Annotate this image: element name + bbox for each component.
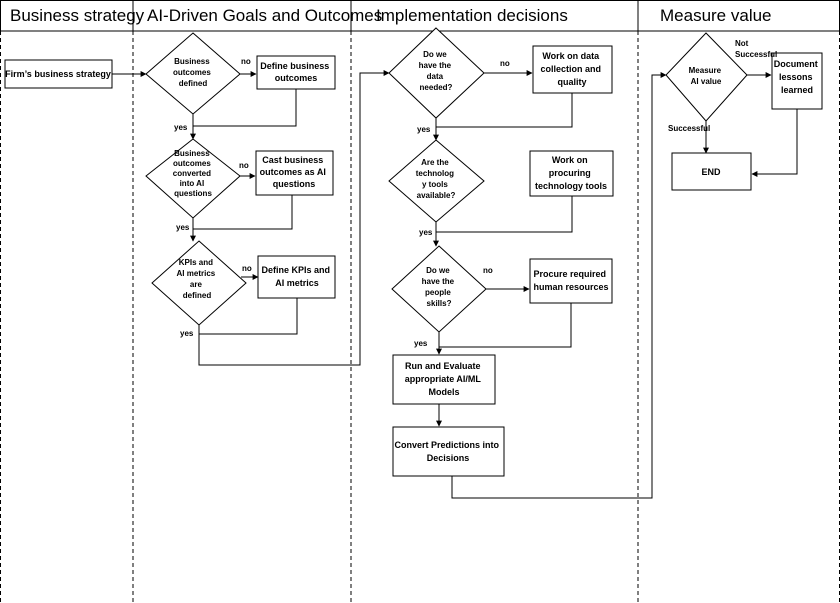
edge-convert-to-measure [451, 72, 667, 499]
edge-define-kpis-return [199, 298, 298, 335]
cast-outcomes-box [255, 150, 334, 196]
lane-title-ai-goals: AI-Driven Goals and Outcomes [147, 6, 382, 25]
edge-document-to-end [751, 109, 798, 177]
edge-label-no-kpis: no [242, 264, 252, 273]
convert-predictions-box [392, 426, 505, 477]
end-label: END [701, 167, 721, 177]
decision-measure-label: Measure AI value [689, 66, 724, 86]
edge-label-yes-kpis: yes [180, 329, 194, 338]
edge-work-tools-return [436, 196, 573, 233]
define-outcomes-box [256, 55, 336, 90]
decision-tools-label: Are the technolog y tools available? [416, 158, 456, 200]
decision-people-label: Do we have the people skills? [422, 266, 457, 308]
work-data-box [532, 45, 613, 94]
lane-title-measure-value: Measure value [660, 6, 772, 25]
edge-label-yes-converted: yes [176, 223, 190, 232]
edge-label-no-outcomes: no [241, 57, 251, 66]
define-kpis-box [257, 255, 336, 299]
procure-hr-box [529, 258, 613, 304]
firm-strategy-box [4, 59, 113, 89]
decision-people-skills [391, 245, 487, 333]
lane-title-implementation: Implementation decisions [376, 6, 568, 25]
decision-measure-ai-value [665, 32, 748, 122]
edge-cast-return [193, 195, 293, 230]
edge-label-yes-outcomes: yes [174, 123, 188, 132]
edge-procure-return [439, 303, 572, 348]
edge-label-no-people: no [483, 266, 493, 275]
edge-label-yes-data: yes [417, 125, 431, 134]
document-lessons-label: Document lessons learned [774, 59, 821, 95]
decision-outcomes-defined-label: Business outcomes defined [173, 57, 213, 88]
decision-data-label: Do we have the data needed? [419, 50, 454, 92]
work-tools-box [529, 150, 614, 197]
edge-kpis-yes [198, 70, 390, 366]
edge-define-outcomes-return [193, 89, 297, 127]
decision-data-needed [388, 27, 485, 119]
define-kpis-label: Define KPIs and AI metrics [261, 265, 332, 288]
decision-tools-available [388, 139, 485, 223]
edge-label-no-data: no [500, 59, 510, 68]
cast-outcomes-label: Cast business outcomes as AI questions [260, 155, 329, 189]
decision-kpis-defined [151, 240, 247, 326]
work-tools-label: Work on procuring technology tools [535, 155, 607, 191]
define-outcomes-label: Define business outcomes [260, 61, 332, 83]
decision-outcomes-defined [145, 32, 241, 115]
edge-work-data-return [436, 93, 573, 128]
run-models-box [392, 354, 496, 405]
decision-converted-label: Business outcomes converted into AI ques… [173, 149, 213, 198]
end-box [671, 152, 752, 191]
procure-hr-label: Procure required human resources [533, 269, 608, 292]
document-lessons-box [771, 52, 823, 110]
decision-kpis-label: KPIs and AI metrics are defined [177, 258, 218, 300]
work-data-label: Work on data collection and quality [540, 51, 603, 87]
firm-strategy-label: Firm’s business strategy [5, 69, 111, 79]
edge-label-yes-people: yes [414, 339, 428, 348]
edge-label-no-converted: no [239, 161, 249, 170]
decision-converted-ai-questions [145, 138, 241, 219]
convert-predictions-label: Convert Predictions into Decisions [394, 440, 501, 463]
lane-title-business-strategy: Business strategy [10, 6, 145, 25]
edge-label-yes-tools: yes [419, 228, 433, 237]
edges [112, 70, 798, 499]
edge-label-successful: Successful [668, 124, 710, 133]
edge-label-not-successful: Not Successful [735, 39, 777, 59]
run-models-label: Run and Evaluate appropriate AI/ML Model… [405, 361, 484, 397]
